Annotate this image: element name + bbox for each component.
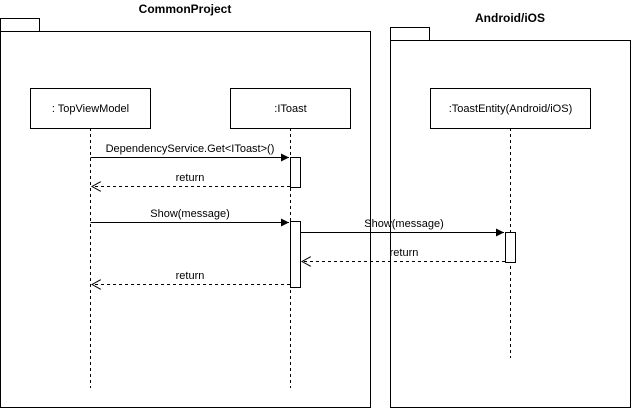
message-return-1-label: return	[176, 172, 205, 184]
message-show-1: Show(message)	[90, 208, 289, 227]
participant-itoast-label: :IToast	[274, 103, 306, 115]
package-commonproject: CommonProject	[0, 2, 371, 408]
package-commonproject-title: CommonProject	[139, 2, 232, 16]
message-get-itoast: DependencyService.Get<IToast>()	[90, 143, 289, 162]
message-return-3: return	[92, 270, 290, 285]
message-return-2: return	[302, 247, 505, 262]
message-show-2: Show(message)	[300, 218, 504, 237]
participant-topviewmodel-label: : TopViewModel	[52, 103, 129, 115]
message-return-2-label: return	[390, 247, 419, 259]
package-android-ios-title: Android/iOS	[475, 11, 545, 25]
message-get-itoast-label: DependencyService.Get<IToast>()	[106, 143, 275, 155]
package-android-ios: Android/iOS	[390, 11, 631, 408]
message-show-1-label: Show(message)	[150, 208, 229, 220]
participant-itoast: :IToast	[230, 88, 351, 129]
participant-toastentity: :ToastEntity(Android/iOS)	[430, 88, 591, 129]
message-return-1: return	[92, 172, 290, 187]
participant-toastentity-label: :ToastEntity(Android/iOS)	[449, 103, 573, 115]
activation-itoast-2	[290, 221, 301, 288]
message-return-3-label: return	[176, 270, 205, 282]
activation-itoast-1	[290, 157, 301, 188]
message-show-2-label: Show(message)	[364, 218, 443, 230]
activation-toastentity	[505, 232, 516, 263]
participant-topviewmodel: : TopViewModel	[30, 88, 151, 129]
